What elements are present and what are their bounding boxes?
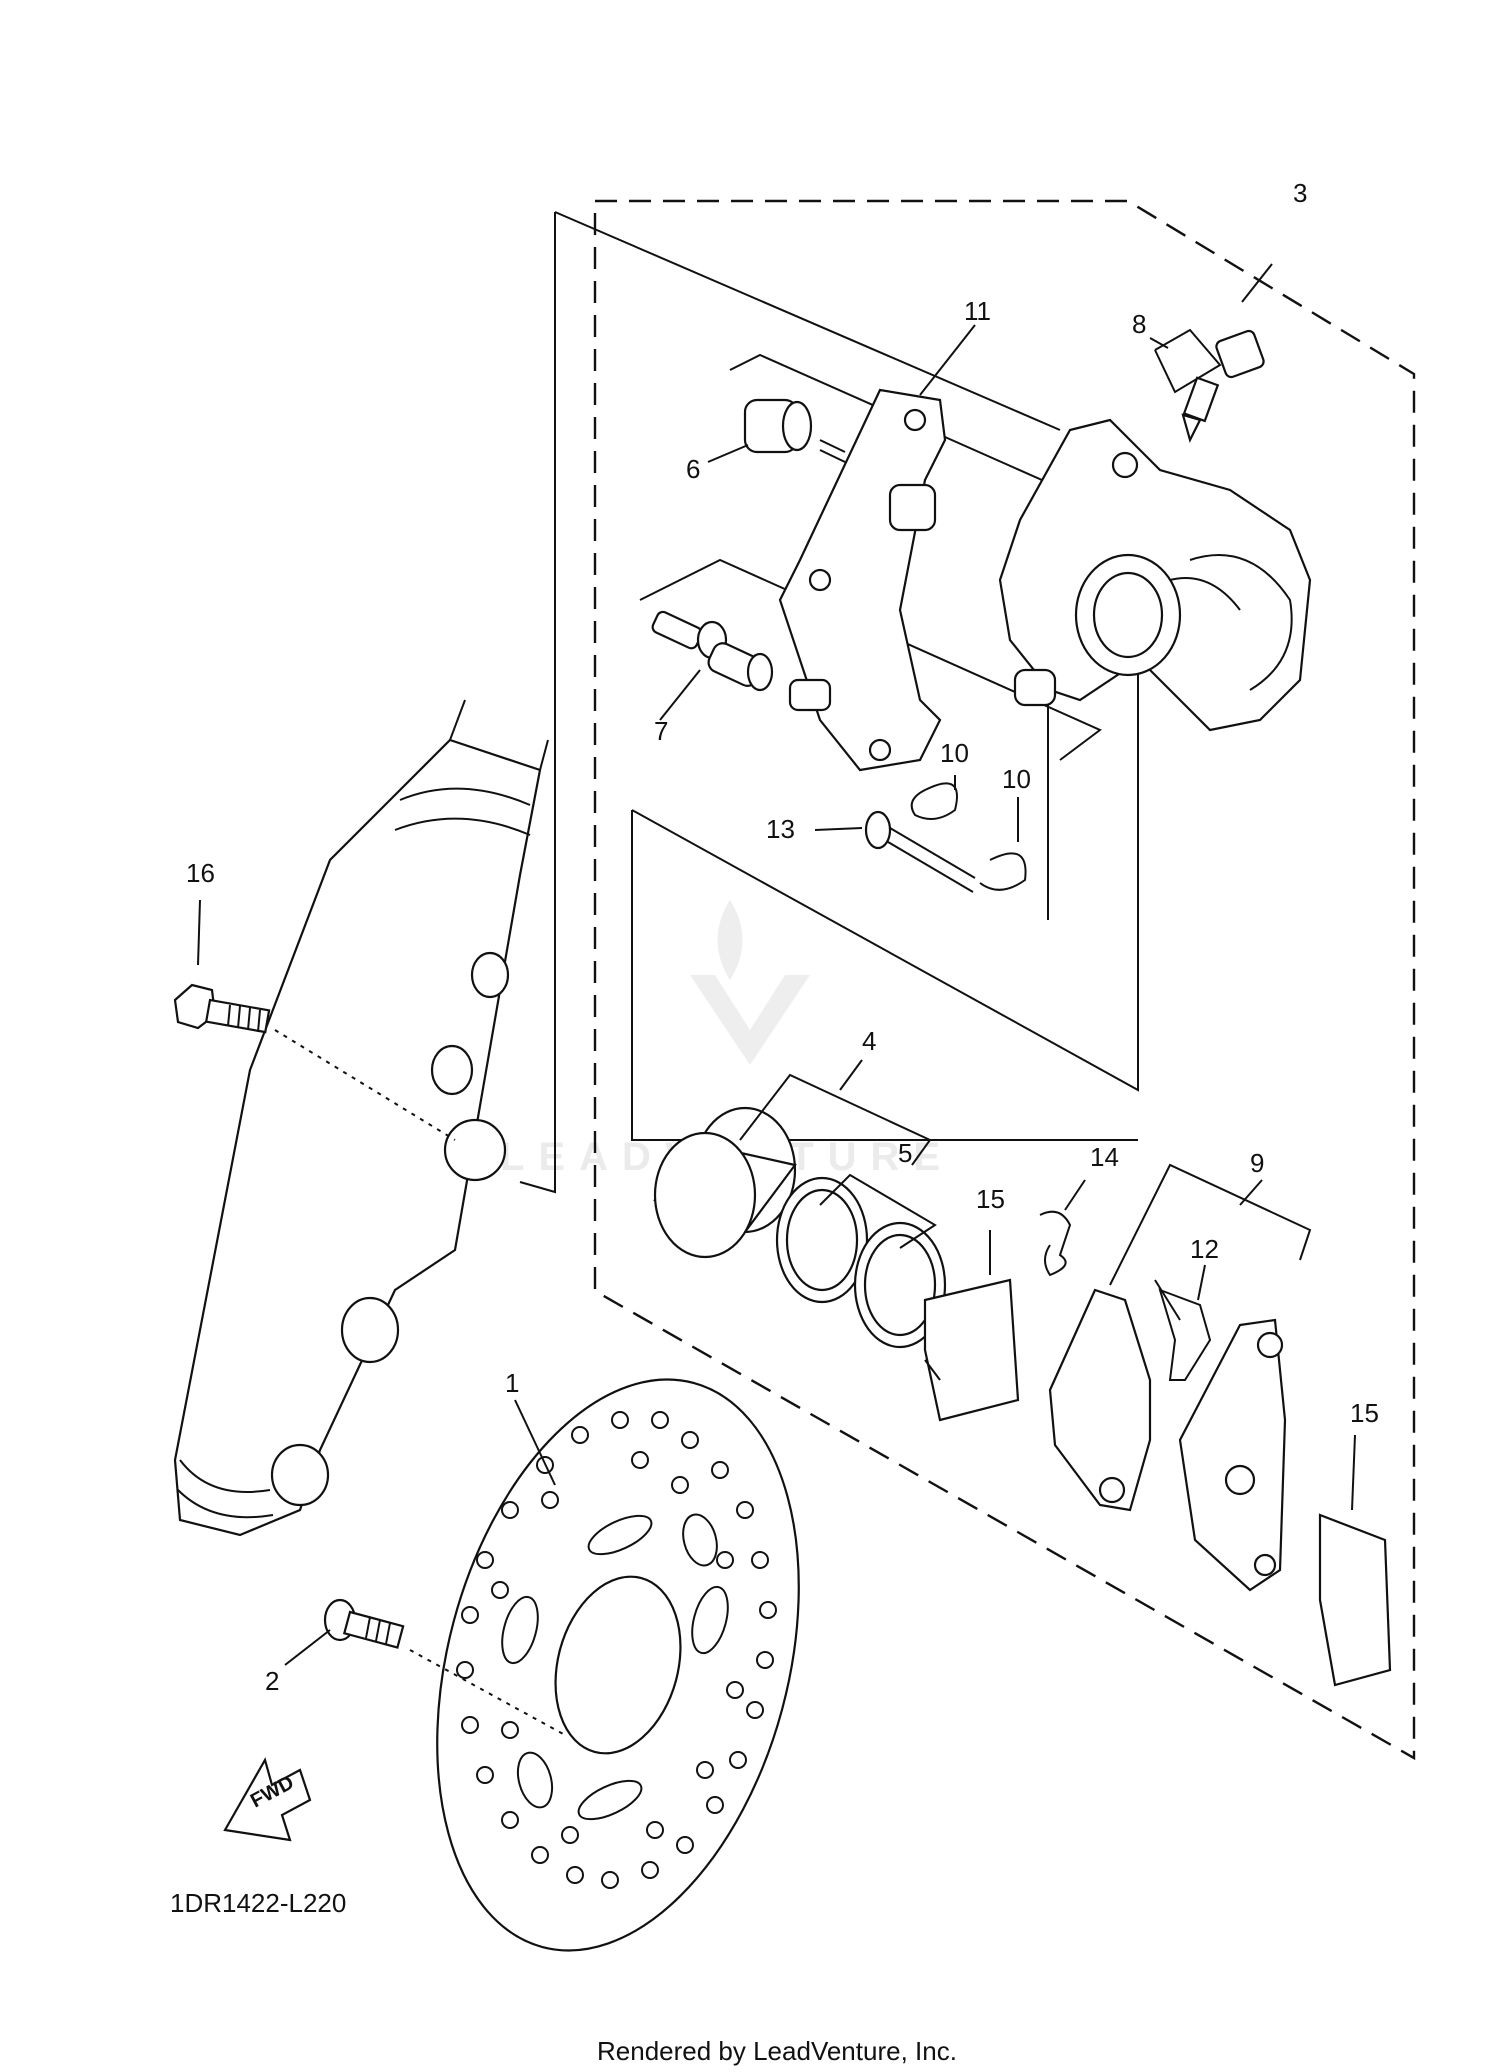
- callout-13: 13: [766, 814, 795, 844]
- pad-shim-15a: [923, 1278, 1020, 1422]
- pad-pin-13: [864, 810, 976, 893]
- callout-15b: 15: [1350, 1398, 1379, 1428]
- r-clip-10b: [979, 852, 1027, 891]
- r-clip-10a: [910, 782, 958, 820]
- bleed-valve-8: [1181, 329, 1265, 444]
- callout-14: 14: [1090, 1142, 1119, 1172]
- callout-12: 12: [1190, 1234, 1219, 1264]
- piston-seal-5a: [775, 1176, 869, 1304]
- callout-3: 3: [1293, 178, 1307, 208]
- callout-9: 9: [1250, 1148, 1264, 1178]
- render-credit: Rendered by LeadVenture, Inc.: [597, 2036, 957, 2066]
- piston-4: [653, 1106, 797, 1259]
- pad-spring-14: [1039, 1210, 1072, 1277]
- callout-15a: 15: [976, 1184, 1005, 1214]
- bolt-16: [173, 983, 271, 1034]
- dust-seal-5b: [853, 1221, 947, 1349]
- callout-8: 8: [1132, 309, 1146, 339]
- callout-11: 11: [964, 296, 991, 326]
- callout-10b: 10: [1002, 764, 1031, 794]
- rubber-boot-6: [743, 398, 846, 463]
- callout-5: 5: [898, 1138, 912, 1168]
- disc-bolt-2: [323, 1598, 405, 1649]
- callout-7: 7: [654, 716, 668, 746]
- slide-pin-7: [651, 610, 774, 692]
- pad-spring-12: [1154, 1279, 1212, 1381]
- caliper-plane-outline: [519, 212, 556, 1194]
- caliper-bracket-11: [778, 388, 947, 772]
- diagram-code: 1DR1422-L220: [170, 1888, 346, 1918]
- front-fork-leg: [173, 699, 549, 1537]
- callout-6: 6: [686, 454, 700, 484]
- callout-2: 2: [265, 1666, 279, 1696]
- callout-4: 4: [862, 1026, 876, 1056]
- callout-1: 1: [505, 1368, 519, 1398]
- callout-16: 16: [186, 858, 215, 888]
- caliper-body: [998, 418, 1312, 732]
- brake-pad-9b: [1178, 1318, 1287, 1592]
- caliper-assembly-boundary: [593, 199, 1416, 1761]
- brake-pad-9a: [1048, 1288, 1152, 1512]
- callout-10a: 10: [940, 738, 969, 768]
- pad-shim-15b: [1318, 1513, 1392, 1687]
- fwd-arrow-icon: FWD: [223, 1757, 312, 1842]
- brake-disc-1: [436, 1378, 800, 1952]
